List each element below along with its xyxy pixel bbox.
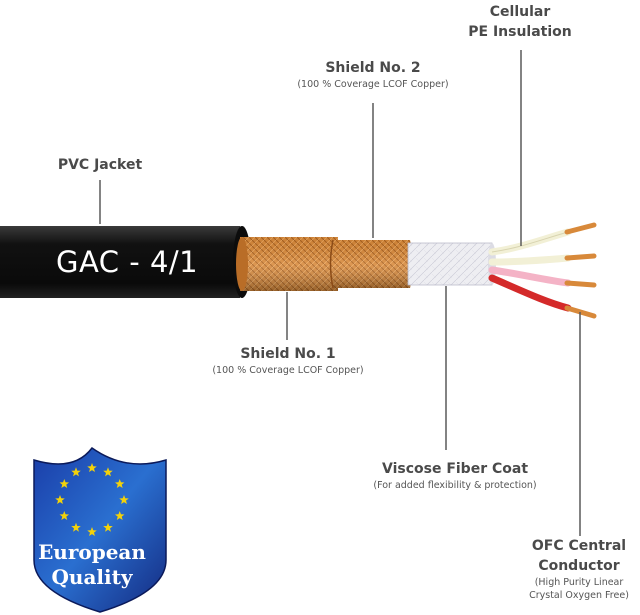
label-cellular-pe-insulation: Cellular PE Insulation <box>460 2 580 42</box>
label-cellular-line2: PE Insulation <box>468 24 572 40</box>
star-icons <box>55 463 129 537</box>
star-icon <box>119 495 129 505</box>
european-quality-badge <box>33 446 167 613</box>
star-icon <box>114 479 125 489</box>
label-pvc-jacket: PVC Jacket <box>40 155 160 175</box>
star-icon <box>114 511 125 521</box>
label-shield2-title: Shield No. 2 <box>325 60 421 76</box>
label-pvc-title: PVC Jacket <box>57 157 143 173</box>
badge-line2: Quality <box>51 565 133 589</box>
label-shield2-sub: (100 % Coverage LCOF Copper) <box>297 79 449 90</box>
star-icon <box>55 495 65 505</box>
label-cellular-line1: Cellular <box>489 4 551 20</box>
label-ofc-central-conductor: OFC Central Conductor (High Purity Linea… <box>520 536 638 602</box>
label-shield-2: Shield No. 2 (100 % Coverage LCOF Copper… <box>273 58 473 91</box>
star-icon <box>71 522 81 532</box>
shield-2-braid <box>329 239 413 289</box>
label-ofc-line2: Conductor <box>538 558 620 574</box>
star-icon <box>59 479 70 489</box>
leader-lines <box>99 50 581 536</box>
star-icon <box>103 522 113 532</box>
star-icon <box>87 463 97 473</box>
badge-line1: European <box>38 540 146 564</box>
star-icon <box>59 511 70 521</box>
cable-model-label: GAC - 4/1 <box>56 245 199 279</box>
label-viscose-sub: (For added flexibility & protection) <box>373 480 537 491</box>
star-icon <box>103 467 113 477</box>
label-shield1-title: Shield No. 1 <box>240 346 336 362</box>
label-viscose-title: Viscose Fiber Coat <box>381 461 529 477</box>
label-ofc-line1: OFC Central <box>531 538 627 554</box>
star-icon <box>71 467 81 477</box>
shield-1-braid <box>236 237 338 291</box>
label-viscose-fiber-coat: Viscose Fiber Coat (For added flexibilit… <box>355 459 555 492</box>
label-shield-1: Shield No. 1 (100 % Coverage LCOF Copper… <box>188 344 388 377</box>
label-ofc-sub2: Crystal Oxygen Free) <box>529 590 629 601</box>
wires <box>488 222 597 319</box>
label-ofc-sub1: (High Purity Linear <box>534 577 624 588</box>
viscose-fiber-coat <box>407 242 496 286</box>
star-icon <box>87 527 97 537</box>
label-shield1-sub: (100 % Coverage LCOF Copper) <box>212 365 364 376</box>
